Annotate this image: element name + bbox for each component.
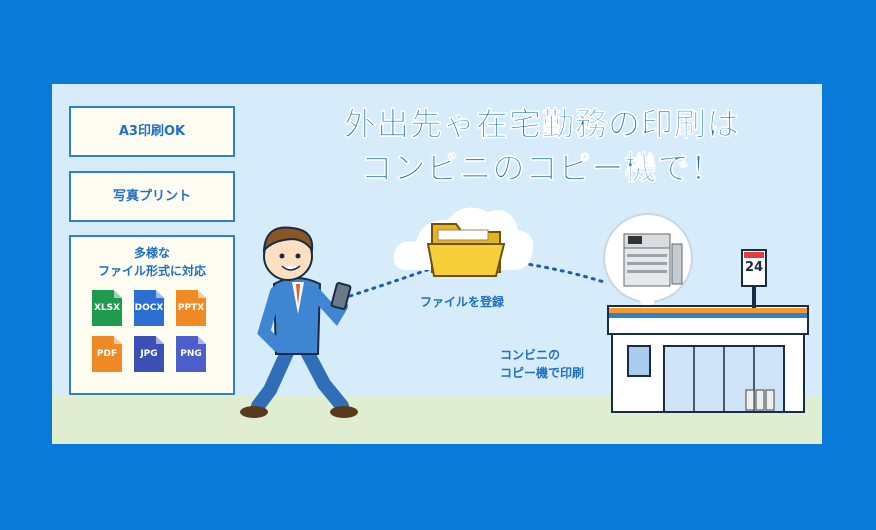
pptx-file-icon: PPTX	[176, 290, 206, 326]
feature-photo-box: 写真プリント	[69, 171, 235, 222]
print-caption-line1: コンビニの	[500, 348, 561, 362]
file-format-grid: XLSX DOCX PPTX PDF JPG PNG	[92, 290, 212, 372]
feature-a3-label: A3印刷OK	[118, 124, 186, 139]
png-file-icon: PNG	[176, 336, 206, 372]
store-sign-number: 24	[744, 260, 764, 275]
convenience-store	[607, 249, 809, 413]
illustration	[240, 207, 809, 418]
cloud-folder-icon	[393, 207, 534, 277]
promo-banner: A3印刷OK 写真プリント 多様な ファイル形式に対応 XLSX DOCX PP…	[52, 84, 822, 444]
businessman-illustration	[240, 226, 358, 418]
xlsx-file-icon: XLSX	[92, 290, 122, 326]
print-caption-line2: コピー機で印刷	[500, 366, 585, 380]
dotted-line-to-copier	[512, 260, 606, 284]
copier-bubble	[603, 213, 693, 316]
feature-formats-box: 多様な ファイル形式に対応 XLSX DOCX PPTX PDF JPG PNG	[69, 235, 235, 395]
upload-caption: ファイルを登録	[420, 295, 505, 309]
feature-a3-box: A3印刷OK	[69, 106, 235, 157]
feature-formats-line1: 多様な	[133, 246, 170, 260]
headline-line2: コンビニのコピー機で！	[360, 149, 724, 188]
feature-photo-label: 写真プリント	[112, 189, 191, 204]
print-caption: コンビニの コピー機で印刷	[500, 346, 584, 382]
headline-line1: 外出先ゃ在宅勤務の印刷は	[343, 105, 740, 144]
jpg-file-icon: JPG	[134, 336, 164, 372]
headline: 外出先ゃ在宅勤務の印刷は コンビニのコピー機で！	[272, 102, 812, 190]
feature-formats-line2: ファイル形式に対応	[97, 264, 206, 278]
